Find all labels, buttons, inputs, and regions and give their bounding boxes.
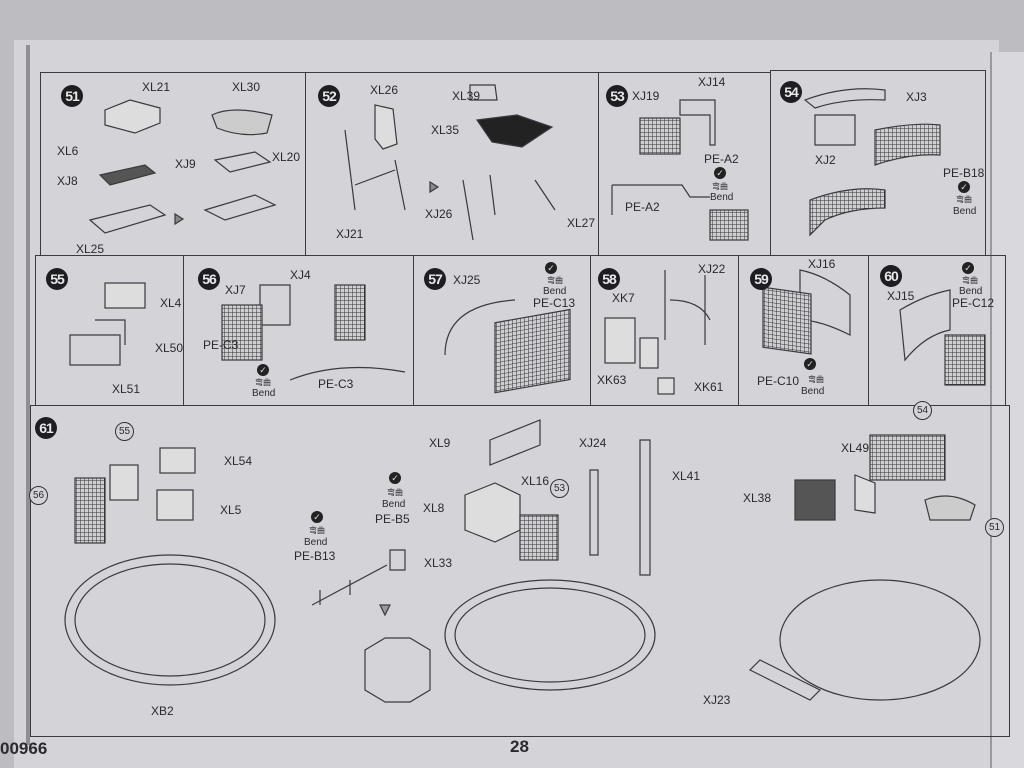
step-number-badge: 58 — [598, 268, 620, 290]
bend-label: Bend — [801, 386, 825, 397]
part-label: PE-B13 — [294, 549, 336, 563]
bend-label-cn: 弯曲 — [387, 488, 403, 497]
part-label: XJ8 — [57, 174, 78, 188]
part-label: XL35 — [431, 123, 460, 137]
part-label: PE-C12 — [952, 296, 995, 310]
step-number-badge: 56 — [198, 268, 220, 290]
part-label: XK7 — [612, 291, 635, 305]
manual-page — [14, 40, 999, 768]
part-label: XL16 — [521, 474, 550, 488]
part-label: XB2 — [151, 704, 174, 718]
bend-icon: ✓ — [311, 511, 323, 523]
part-label: XJ26 — [425, 207, 453, 221]
part-label: XL5 — [220, 503, 242, 517]
part-label: XJ2 — [815, 153, 836, 167]
step-number-badge: 52 — [318, 85, 340, 107]
part-label: XJ9 — [175, 157, 196, 171]
part-label: XJ14 — [698, 75, 726, 89]
part-label: XL27 — [567, 216, 596, 230]
part-label: XJ3 — [906, 90, 927, 104]
bend-label: Bend — [304, 537, 328, 548]
page-binding — [26, 45, 30, 745]
part-label: XL49 — [841, 441, 870, 455]
step-number-badge: 57 — [424, 268, 446, 290]
bend-label: Bend — [252, 388, 276, 399]
bend-label: Bend — [543, 286, 567, 297]
step-number-badge: 60 — [880, 265, 902, 287]
part-label: XK63 — [597, 373, 627, 387]
part-label: XJ16 — [808, 257, 836, 271]
part-label: XJ4 — [290, 268, 311, 282]
part-label: PE-C3 — [203, 338, 239, 352]
part-label: XL8 — [423, 501, 445, 515]
step-number-badge: 61 — [35, 417, 57, 439]
step-reference-circle: 55 — [115, 422, 134, 441]
step-reference-circle: 51 — [985, 518, 1004, 537]
part-label: XL38 — [743, 491, 772, 505]
part-label: XL25 — [76, 242, 105, 256]
catalog-number: 00966 — [0, 739, 48, 758]
step-61-panel — [30, 405, 1010, 737]
part-label: XJ23 — [703, 693, 731, 707]
adjacent-page-edge — [990, 52, 1024, 768]
bend-icon: ✓ — [804, 358, 816, 370]
bend-label: Bend — [959, 286, 983, 297]
step-number-badge: 51 — [61, 85, 83, 107]
part-label: XL6 — [57, 144, 79, 158]
part-label: XL51 — [112, 382, 141, 396]
part-label: PE-B18 — [943, 166, 985, 180]
part-label: XJ22 — [698, 262, 726, 276]
part-label: XJ25 — [453, 273, 481, 287]
step-number-badge: 53 — [606, 85, 628, 107]
part-label: XJ15 — [887, 289, 915, 303]
part-label: XL9 — [429, 436, 451, 450]
part-label: XL50 — [155, 341, 184, 355]
part-label: XL21 — [142, 80, 171, 94]
part-label: XL33 — [424, 556, 453, 570]
bend-label-cn: 弯曲 — [309, 526, 325, 535]
bend-label: Bend — [953, 206, 977, 217]
step-number-badge: 55 — [46, 268, 68, 290]
part-label: PE-A2 — [704, 152, 739, 166]
bend-label-cn: 弯曲 — [547, 276, 563, 285]
part-label: PE-C3 — [318, 377, 354, 391]
bend-icon: ✓ — [545, 262, 557, 274]
bend-icon: ✓ — [714, 167, 726, 179]
part-label: XL41 — [672, 469, 701, 483]
step-number-badge: 59 — [750, 268, 772, 290]
bend-icon: ✓ — [389, 472, 401, 484]
part-label: XL26 — [370, 83, 399, 97]
part-label: XJ24 — [579, 436, 607, 450]
part-label: XK61 — [694, 380, 724, 394]
bend-label: Bend — [710, 192, 734, 203]
bend-label-cn: 弯曲 — [962, 276, 978, 285]
part-label: PE-A2 — [625, 200, 660, 214]
part-label: XL30 — [232, 80, 261, 94]
page-number: 28 — [510, 737, 529, 756]
part-label: XL39 — [452, 89, 481, 103]
part-label: PE-C13 — [533, 296, 576, 310]
step-reference-circle: 54 — [913, 401, 932, 420]
step-number-badge: 54 — [780, 81, 802, 103]
bend-label: Bend — [382, 499, 406, 510]
part-label: XL54 — [224, 454, 253, 468]
step-reference-circle: 53 — [550, 479, 569, 498]
bend-label-cn: 弯曲 — [255, 378, 271, 387]
part-label: PE-C10 — [757, 374, 800, 388]
bend-icon: ✓ — [962, 262, 974, 274]
bend-icon: ✓ — [257, 364, 269, 376]
part-label: XL4 — [160, 296, 182, 310]
step-reference-circle: 56 — [29, 486, 48, 505]
part-label: PE-B5 — [375, 512, 410, 526]
part-label: XJ7 — [225, 283, 246, 297]
part-label: XJ21 — [336, 227, 364, 241]
bend-label-cn: 弯曲 — [808, 375, 824, 384]
part-label: XJ19 — [632, 89, 660, 103]
part-label: XL20 — [272, 150, 301, 164]
bend-label-cn: 弯曲 — [956, 195, 972, 204]
bend-label-cn: 弯曲 — [712, 182, 728, 191]
bend-icon: ✓ — [958, 181, 970, 193]
